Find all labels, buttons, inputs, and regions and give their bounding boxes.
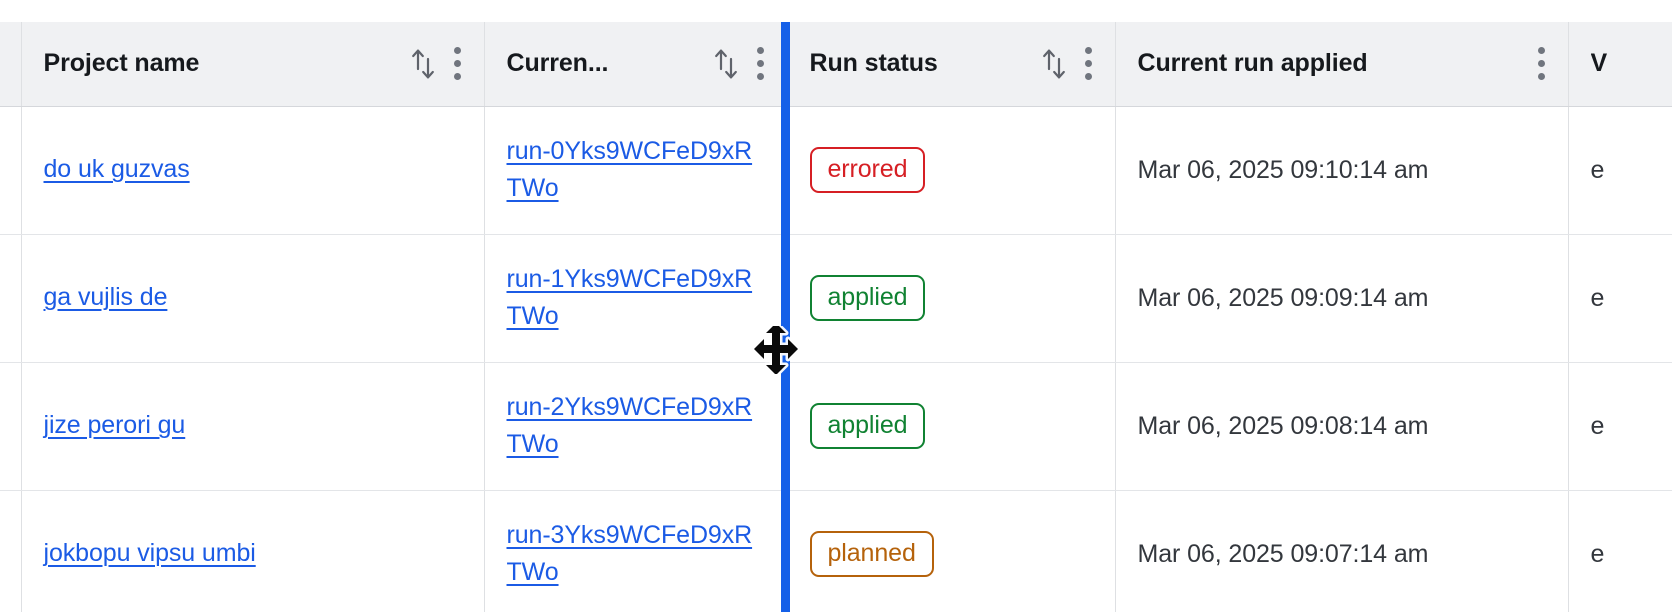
status-badge: applied: [809, 274, 926, 322]
table-row: ga vujlis de run-1Yks9WCFeD9xRTWo applie…: [0, 234, 1672, 363]
cell-run-status: errored: [787, 106, 1116, 235]
cell-project-name: jokbopu vipsu umbi: [21, 490, 485, 612]
cell-project-name: ga vujlis de: [21, 234, 485, 363]
cell-current-run: run-0Yks9WCFeD9xRTWo: [484, 106, 788, 235]
current-run-link[interactable]: run-3Yks9WCFeD9xRTWo: [506, 520, 753, 587]
projects-table: Project name: [0, 22, 1672, 612]
table-body: do uk guzvas run-0Yks9WCFeD9xRTWo errore…: [0, 106, 1672, 612]
current-run-applied-text: Mar 06, 2025 09:09:14 am: [1137, 283, 1429, 312]
cell-run-status: applied: [787, 362, 1116, 491]
table-row: do uk guzvas run-0Yks9WCFeD9xRTWo errore…: [0, 106, 1672, 235]
column-header-current-run-applied[interactable]: Current run applied: [1115, 22, 1569, 107]
column-header-gutter: [0, 22, 22, 107]
current-run-applied-text: Mar 06, 2025 09:07:14 am: [1137, 539, 1429, 568]
status-badge: applied: [809, 402, 926, 450]
project-name-link[interactable]: do uk guzvas: [43, 155, 190, 184]
table-header-row: Project name: [0, 22, 1672, 107]
projects-table-container: Project name: [0, 22, 1672, 612]
cell-vcs: e: [1568, 234, 1672, 363]
current-run-link[interactable]: run-1Yks9WCFeD9xRTWo: [506, 264, 753, 331]
cell-current-run: run-2Yks9WCFeD9xRTWo: [484, 362, 788, 491]
row-gutter: [0, 234, 22, 363]
project-name-link[interactable]: jokbopu vipsu umbi: [43, 539, 256, 568]
row-gutter: [0, 106, 22, 235]
column-header-run-status-label: Run status: [809, 49, 938, 78]
cell-current-run-applied: Mar 06, 2025 09:10:14 am: [1115, 106, 1569, 235]
cell-current-run: run-3Yks9WCFeD9xRTWo: [484, 490, 788, 612]
vcs-text: e: [1590, 539, 1605, 568]
column-header-current-run-tools: [713, 47, 765, 81]
cell-current-run: run-1Yks9WCFeD9xRTWo: [484, 234, 788, 363]
table-row: jokbopu vipsu umbi run-3Yks9WCFeD9xRTWo …: [0, 490, 1672, 612]
cell-current-run-applied: Mar 06, 2025 09:08:14 am: [1115, 362, 1569, 491]
cell-run-status: planned: [787, 490, 1116, 612]
row-gutter: [0, 490, 22, 612]
table-row: jize perori gu run-2Yks9WCFeD9xRTWo appl…: [0, 362, 1672, 491]
column-resize-indicator[interactable]: [781, 22, 790, 612]
vcs-text: e: [1590, 155, 1605, 184]
sort-arrows-icon[interactable]: [410, 47, 436, 81]
vcs-text: e: [1590, 411, 1605, 440]
cell-project-name: do uk guzvas: [21, 106, 485, 235]
cell-current-run-applied: Mar 06, 2025 09:07:14 am: [1115, 490, 1569, 612]
kebab-menu-icon[interactable]: [1538, 47, 1546, 81]
column-header-run-status-tools: [1041, 47, 1093, 81]
sort-arrows-icon[interactable]: [713, 47, 739, 81]
column-header-vcs-label: V: [1590, 49, 1608, 78]
cell-project-name: jize perori gu: [21, 362, 485, 491]
column-header-project-name[interactable]: Project name: [21, 22, 485, 107]
current-run-link[interactable]: run-2Yks9WCFeD9xRTWo: [506, 392, 753, 459]
column-header-run-status[interactable]: Run status: [787, 22, 1116, 107]
cell-run-status: applied: [787, 234, 1116, 363]
project-name-link[interactable]: ga vujlis de: [43, 283, 168, 312]
column-header-current-run-applied-tools: [1538, 47, 1546, 81]
current-run-applied-text: Mar 06, 2025 09:08:14 am: [1137, 411, 1429, 440]
vcs-text: e: [1590, 283, 1605, 312]
column-header-current-run[interactable]: Curren...: [484, 22, 788, 107]
status-badge: planned: [809, 530, 934, 578]
cell-vcs: e: [1568, 490, 1672, 612]
status-badge: errored: [809, 146, 926, 194]
column-header-project-name-label: Project name: [43, 49, 200, 78]
table-header: Project name: [0, 22, 1672, 107]
kebab-menu-icon[interactable]: [1085, 47, 1093, 81]
cell-vcs: e: [1568, 362, 1672, 491]
cell-current-run-applied: Mar 06, 2025 09:09:14 am: [1115, 234, 1569, 363]
current-run-applied-text: Mar 06, 2025 09:10:14 am: [1137, 155, 1429, 184]
project-name-link[interactable]: jize perori gu: [43, 411, 186, 440]
kebab-menu-icon[interactable]: [757, 47, 765, 81]
sort-arrows-icon[interactable]: [1041, 47, 1067, 81]
row-gutter: [0, 362, 22, 491]
column-header-current-run-applied-label: Current run applied: [1137, 49, 1368, 78]
column-header-vcs[interactable]: V: [1568, 22, 1672, 107]
column-header-project-name-tools: [410, 47, 462, 81]
current-run-link[interactable]: run-0Yks9WCFeD9xRTWo: [506, 136, 753, 203]
kebab-menu-icon[interactable]: [454, 47, 462, 81]
column-header-current-run-label: Curren...: [506, 49, 609, 78]
cell-vcs: e: [1568, 106, 1672, 235]
